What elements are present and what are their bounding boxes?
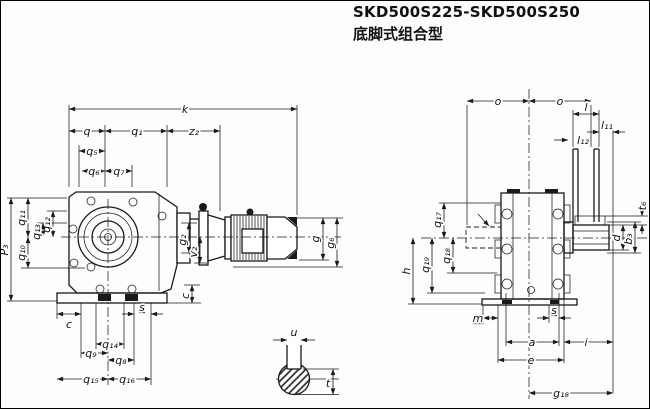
motor-edge-view <box>572 148 600 222</box>
dim-label-z2: z₂ <box>188 125 200 138</box>
dim-label-q15: q₁₅ <box>83 373 99 386</box>
front-view: k q q₁ z₂ q₅ q₆ q₇ P₃ <box>1 101 343 388</box>
motor-eyebolt <box>246 208 254 216</box>
dim-label-l11: l₁₁ <box>601 119 613 132</box>
dim-label-q11: q₁₁ <box>15 210 28 226</box>
dim-label-a: a <box>529 336 536 349</box>
dim-label-c: c <box>66 318 72 331</box>
dim-label-t: t <box>326 377 331 390</box>
dim-label-s-side: s <box>551 304 557 317</box>
variant-name-cn: 底脚式组合型 <box>353 25 444 43</box>
side-left-dimensions: q₁₇ q₁₈ q₁₉ h <box>398 202 501 305</box>
dim-label-q7: q₇ <box>113 165 125 178</box>
dim-label-g18: g₁₈ <box>553 387 569 400</box>
dim-label-q1: q₁ <box>131 125 142 138</box>
dim-label-q13: q₁₃ <box>30 224 43 240</box>
keyway <box>286 345 302 370</box>
foot-base <box>481 298 578 306</box>
dim-label-t6: t₆ <box>636 201 649 210</box>
dim-label-q9: q₉ <box>85 347 97 360</box>
dim-label-d: d <box>610 233 623 241</box>
side-body <box>465 189 578 306</box>
dim-label-s-front: s <box>139 301 145 314</box>
dim-label-q6: q₆ <box>88 165 100 178</box>
dim-label-b3: b₃ <box>622 233 635 245</box>
side-bolt-holes <box>501 208 564 294</box>
front-left-dimensions: P₃ q₁₁ q₁₀ q₁₂ q₁₃ <box>1 197 85 302</box>
title-block: SKD500S225-SKD500S250 底脚式组合型 <box>353 3 580 44</box>
dim-label-u: u <box>291 326 298 339</box>
dim-label-e: e <box>528 354 535 367</box>
dim-label-q16: q₁₆ <box>119 373 135 386</box>
dim-label-o2: o <box>557 95 564 108</box>
dim-label-q5: q₅ <box>86 145 97 158</box>
dim-label-v2: v₂ <box>187 246 200 258</box>
dim-label-q: q <box>84 125 91 138</box>
bolt-holes <box>68 196 167 294</box>
front-mid-dimensions: g g₆ g₂ v₂ c <box>167 217 343 304</box>
dim-label-l: l <box>584 101 587 114</box>
dim-label-g2: g₂ <box>176 234 189 246</box>
dim-label-q10: q₁₀ <box>15 245 28 261</box>
side-top-dimensions: o o l l₁₁ l₁₂ <box>466 93 625 393</box>
front-bottom-dimensions: c s q₁₄ q₉ q₈ q₁₅ q₁₆ <box>56 299 163 388</box>
gearbox-housing <box>56 191 178 304</box>
dim-label-P3: P₃ <box>1 244 11 256</box>
model-number: SKD500S225-SKD500S250 <box>353 3 581 21</box>
dim-label-q18: q₁₈ <box>440 248 453 264</box>
dim-label-i: i <box>584 336 587 349</box>
output-shaft <box>563 215 610 254</box>
dim-label-q8: q₈ <box>115 354 127 367</box>
dim-label-q14: q₁₄ <box>102 338 118 351</box>
dim-label-g: g <box>309 235 322 242</box>
dim-label-l12: l₁₂ <box>577 134 589 147</box>
dim-label-c-right: c <box>179 293 192 299</box>
adapter-eyebolt <box>199 203 207 211</box>
dim-label-q19: q₁₉ <box>419 257 432 273</box>
dim-label-k: k <box>182 103 189 116</box>
dim-label-h: h <box>400 267 413 274</box>
dim-label-q17: q₁₇ <box>431 212 444 228</box>
dim-label-g6: g₆ <box>324 237 337 249</box>
shaft-section-detail: u t <box>273 324 339 396</box>
side-right-dimensions: d b₃ t₆ <box>605 199 649 254</box>
side-bottom-dimensions: m s a i e g₁₈ <box>471 293 614 402</box>
hollow-shaft-bore <box>465 226 502 249</box>
fan-cowl <box>266 216 298 260</box>
dim-label-m: m <box>473 312 484 325</box>
side-view: o o l l₁₁ l₁₂ q₁₇ q₁₈ q₁₉ <box>398 89 649 402</box>
dim-label-o1: o <box>495 95 502 108</box>
front-top-dimensions: k q q₁ z₂ q₅ q₆ q₇ <box>68 101 298 215</box>
